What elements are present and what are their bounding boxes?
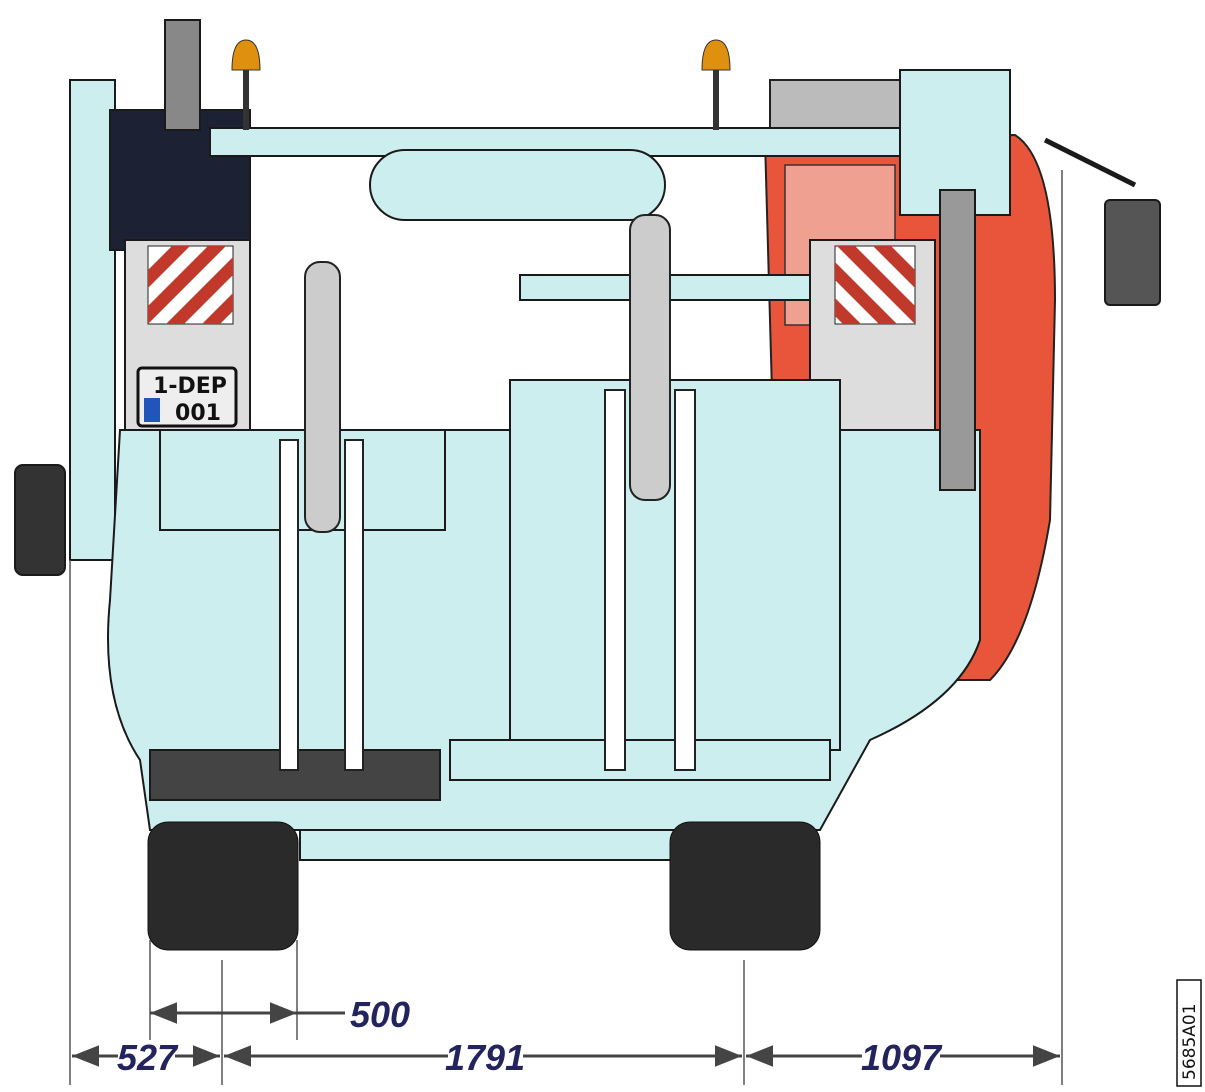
brush-unit-right [604, 214, 696, 771]
wheel-right [669, 821, 821, 951]
beacon-left [231, 39, 261, 130]
dimension-tyre-width: 500 [350, 994, 410, 1035]
plate-line-2: 001 [175, 401, 221, 426]
hazard-board-left [147, 245, 234, 325]
extension-lines [69, 170, 1063, 1085]
beacon-right [701, 39, 731, 130]
wheel-left [147, 821, 299, 951]
dimension-lines [72, 1002, 1060, 1067]
license-plate: 1-DEP 001 [136, 366, 238, 428]
svg-text:5685A01: 5685A01 [1180, 1003, 1200, 1080]
brush-unit-left [279, 261, 364, 771]
hazard-board-right [834, 245, 916, 325]
reference-code: 5685A01 [1176, 979, 1202, 1087]
dimension-track-width: 1791 [445, 1037, 525, 1078]
dimension-left-overhang: 527 [117, 1037, 179, 1078]
dimension-right-overhang: 1097 [861, 1037, 943, 1078]
plate-line-1: 1-DEP [153, 374, 227, 399]
